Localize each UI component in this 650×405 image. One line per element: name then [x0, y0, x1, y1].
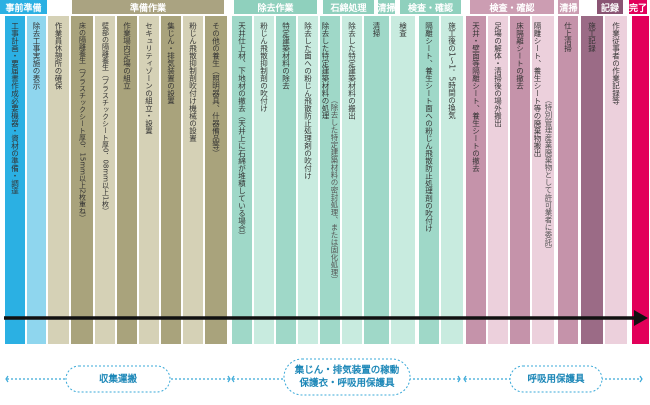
step-label: 作業員休憩所の確保: [54, 22, 63, 90]
step-column: 仕上清掃: [558, 16, 578, 344]
step-column: その他の養生（照明器具、什器備品等）: [205, 16, 227, 344]
right-arrow-head-left: [463, 375, 467, 383]
step-column: 作業員休憩所の確保: [48, 16, 69, 344]
step-column: 床隔離シートの撤去: [510, 16, 530, 344]
step-column: 施工記録: [581, 16, 603, 344]
bottom-label-line: 集じん・排気装置の稼動: [294, 365, 400, 376]
step-label: 除去した面への粉じん飛散防止処理剤の吹付け: [303, 22, 313, 180]
step-label: 施工後の1～1．5時間の換気: [447, 22, 457, 119]
step-column: 隔離シート、養生シート面への粉じん飛散防止処理剤の吹付け: [419, 16, 439, 344]
step-label: 隔離シート、養生シート等の廃棄物搬出: [533, 22, 542, 157]
step-label: 工事計画・要届書作成必要機器・資材の準備・調達: [10, 22, 20, 195]
right-arrow-head-right: [639, 375, 643, 383]
step-column: 集じん・排気装置の設置: [161, 16, 181, 344]
step-label: 粉じん飛散抑制剤吹付け機械の設置: [188, 22, 198, 142]
step-column: 清掃: [364, 16, 389, 344]
step-column: 検査: [391, 16, 415, 344]
phase-header: 準備作業: [72, 0, 224, 14]
phase-header: 事前準備: [0, 0, 47, 14]
bottom-label: 収集運搬: [66, 373, 170, 386]
phase-header: 検査・確認: [400, 0, 461, 14]
step-label: 足場の解体・清掃後の場外搬出: [493, 22, 503, 127]
protection-label-pill: [283, 358, 411, 396]
phase-header: 清掃: [378, 0, 395, 14]
step-label: 除去した特定建築材料の搬出: [347, 22, 357, 120]
step-column: 粉じん飛散抑制剤の吹付け: [254, 16, 274, 344]
step-note: （除去した特定建築材料の密封処理、または固化処理）: [330, 96, 339, 284]
step-column: 天井・壁面等隔離シート、養生シートの撤去: [466, 16, 486, 344]
step-column: 床の隔離養生（プラスチックシート厚0．15mm以上2枚重ね）: [71, 16, 93, 344]
step-label: 集じん・排気装置の設置: [166, 22, 176, 105]
step-label: 検査: [398, 22, 408, 37]
step-label: その他の養生（照明器具、什器備品等）: [211, 22, 221, 157]
step-label: 除去工事実施の表示: [32, 22, 41, 90]
respirator-label-pill: [509, 365, 603, 393]
step-label: 仕上清掃: [563, 22, 573, 52]
step-label: 除去した特定建築材料の処理: [321, 22, 330, 120]
phase-header: 記録: [597, 0, 623, 14]
phase-header: 検査・確認: [470, 0, 554, 14]
bottom-label: 呼吸用保護具: [510, 373, 602, 386]
step-column: 粉じん飛散抑制剤吹付け機械の設置: [183, 16, 203, 344]
step-note: （特別管理産業廃棄物として許可業者に委託）: [544, 96, 553, 254]
bottom-label-line: 収集運搬: [98, 374, 137, 385]
step-column: 天井仕上材、下地材の撤去（天井上に石綿が堆積している場合）: [232, 16, 252, 344]
step-label: 作業場内足場の組立: [122, 22, 132, 90]
bottom-label: 集じん・排気装置の稼動保護衣・呼吸用保護具: [284, 364, 410, 390]
step-label: 特定建築材料の除去: [281, 22, 291, 90]
left-arrow-head-right: [227, 375, 231, 383]
step-label: 床の隔離養生（プラスチックシート厚0．15mm以上2枚重ね）: [78, 22, 87, 222]
step-label: 作業従事者の作業記録等: [611, 22, 621, 105]
step-column: 壁部の隔離養生（プラスチックシート厚0．08mm以上1枚）: [95, 16, 115, 344]
step-column: 施工後の1～1．5時間の換気: [441, 16, 463, 344]
step-label: 粉じん飛散抑制剤の吹付け: [259, 22, 269, 112]
step-label: 天井・壁面等隔離シート、養生シートの撤去: [471, 22, 481, 172]
bottom-label-line: 呼吸用保護具: [527, 374, 585, 385]
step-label: セキュリティゾーンの組立・設置: [144, 22, 154, 135]
step-column: 特定建築材料の除去: [276, 16, 296, 344]
phase-header: 除去作業: [234, 0, 317, 14]
step-label: 天井仕上材、下地材の撤去（天井上に石綿が堆積している場合）: [237, 22, 247, 240]
step-column: 足場の解体・清掃後の場外搬出: [488, 16, 508, 344]
step-label: 隔離シート、養生シート面への粉じん飛散防止処理剤の吹付け: [424, 22, 434, 232]
phase-header: 清掃: [558, 0, 579, 14]
step-column: 除去した特定建築材料の搬出: [342, 16, 362, 344]
phase-header: 石綿処理: [323, 0, 374, 14]
step-column: 作業場内足場の組立: [117, 16, 137, 344]
left-arrow-head: [5, 375, 9, 383]
step-label: 壁部の隔離養生（プラスチックシート厚0．08mm以上1枚）: [101, 22, 110, 215]
step-label: 施工記録: [587, 22, 597, 52]
step-column: [632, 16, 649, 344]
phase-header: 完了: [629, 0, 647, 14]
step-column: 作業従事者の作業記録等: [605, 16, 627, 344]
step-column: 除去した特定建築材料の処理（除去した特定建築材料の密封処理、または固化処理）: [320, 16, 340, 344]
step-column: 隔離シート、養生シート等の廃棄物搬出（特別管理産業廃棄物として許可業者に委託）: [532, 16, 554, 344]
middle-arrow-head-right: [457, 375, 461, 383]
step-column: 除去工事実施の表示: [27, 16, 46, 344]
collection-label-pill: [65, 365, 171, 393]
step-column: 工事計画・要届書作成必要機器・資材の準備・調達: [5, 16, 25, 344]
timeline-arrow-head: [634, 310, 648, 326]
step-column: 除去した面への粉じん飛散防止処理剤の吹付け: [298, 16, 318, 344]
middle-arrow-head-left: [231, 375, 235, 383]
step-label: 床隔離シートの撤去: [515, 22, 525, 90]
step-label: 清掃: [372, 22, 381, 37]
bottom-label-line: 保護衣・呼吸用保護具: [299, 378, 395, 389]
step-column: セキュリティゾーンの組立・設置: [139, 16, 159, 344]
